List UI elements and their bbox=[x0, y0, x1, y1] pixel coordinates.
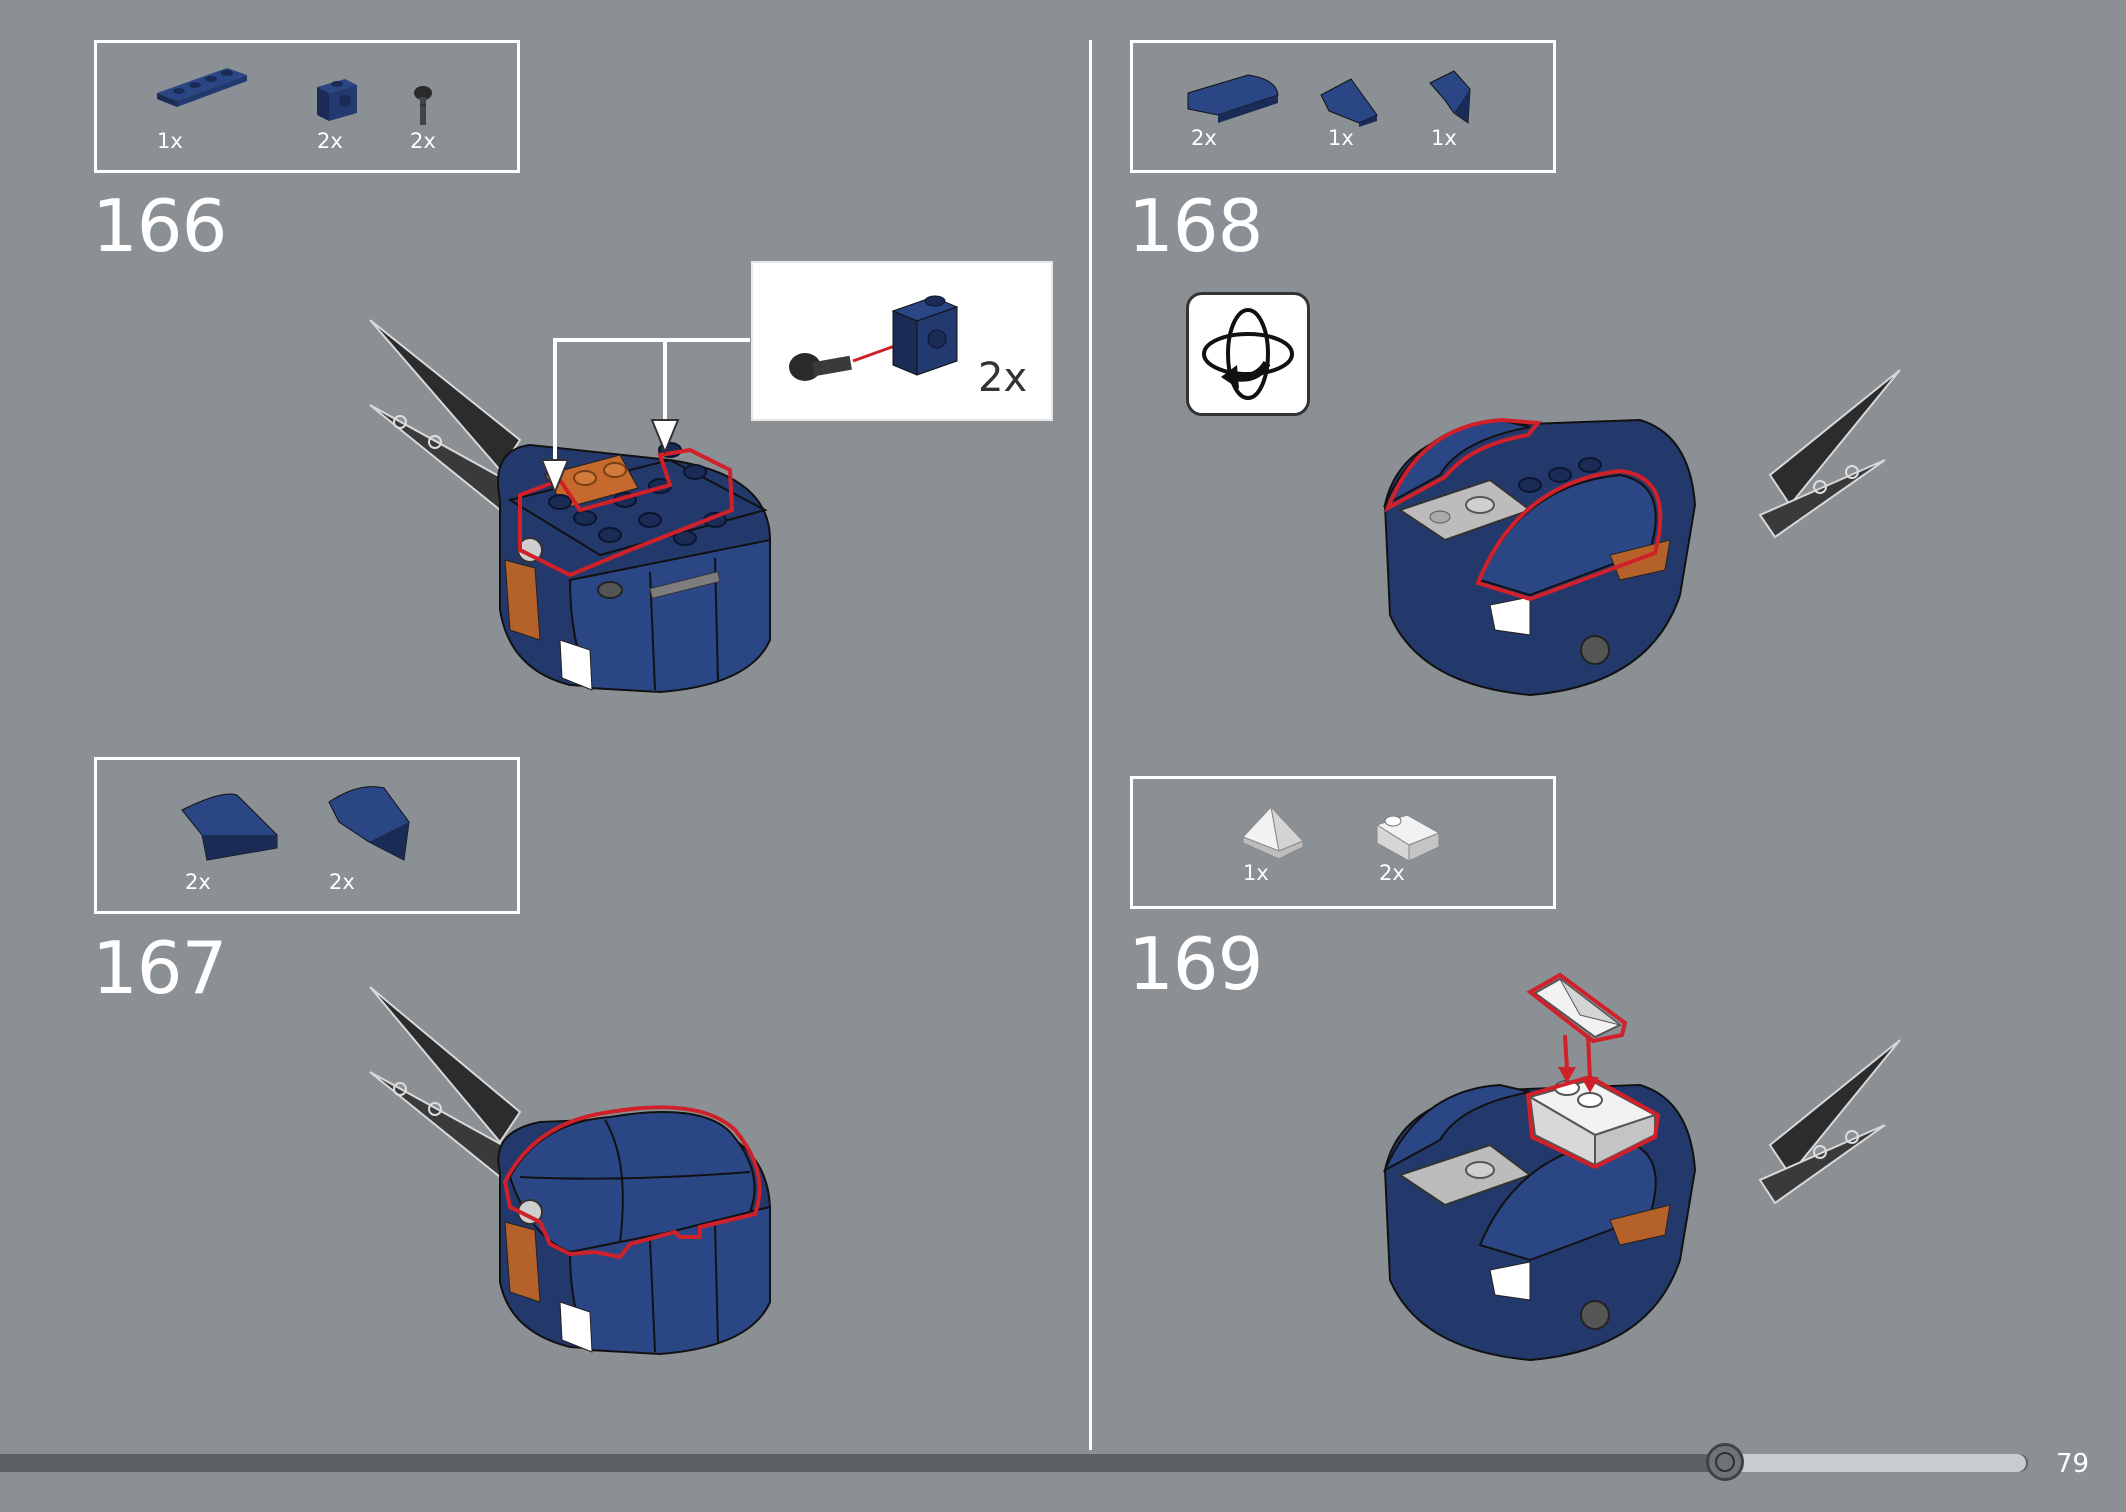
part-qty: 1x bbox=[1431, 126, 1457, 150]
progress-bar-knob[interactable] bbox=[1706, 1443, 1744, 1481]
wedge-blue-icon bbox=[1429, 70, 1471, 124]
plate-1x4-blue-icon bbox=[157, 68, 247, 107]
parts-list-168: 2x 1x 1x bbox=[1130, 40, 1556, 173]
curved-slope-blue-icon bbox=[328, 786, 410, 861]
page-number: 79 bbox=[2056, 1449, 2090, 1479]
step-number-166: 166 bbox=[92, 184, 227, 268]
part-qty: 2x bbox=[329, 870, 355, 894]
part-qty: 2x bbox=[317, 129, 343, 153]
model-step-167 bbox=[369, 986, 771, 1356]
part-qty: 2x bbox=[1191, 126, 1217, 150]
pin-insert-diagram bbox=[789, 295, 959, 381]
part-qty: 1x bbox=[157, 129, 183, 153]
step-number-167: 167 bbox=[92, 926, 227, 1010]
callout-qty: 2x bbox=[978, 355, 1028, 401]
callout-subassembly-166: 2x bbox=[751, 261, 1053, 421]
rotate-model-icon bbox=[1202, 308, 1294, 400]
progress-bar-track bbox=[0, 1454, 2028, 1472]
parts-list-169: 1x 2x bbox=[1130, 776, 1556, 909]
cheese-slope-white-icon bbox=[1375, 814, 1441, 862]
part-qty: 1x bbox=[1328, 126, 1354, 150]
model-step-169 bbox=[1382, 972, 1901, 1362]
part-qty: 2x bbox=[185, 870, 211, 894]
model-step-166 bbox=[369, 319, 771, 694]
progress-bar-remaining bbox=[1726, 1454, 2026, 1472]
part-qty: 2x bbox=[410, 129, 436, 153]
parts-list-167: 2x 2x bbox=[94, 757, 520, 914]
brick-1x1-with-stud-blue-icon bbox=[317, 79, 357, 121]
pyramid-slope-white-icon bbox=[1242, 805, 1304, 860]
parts-list-166: 1x 2x 2x bbox=[94, 40, 520, 173]
part-qty: 1x bbox=[1243, 861, 1269, 885]
page-divider bbox=[1089, 40, 1092, 1450]
part-qty: 2x bbox=[1379, 861, 1405, 885]
pin-black-icon bbox=[414, 86, 432, 125]
model-step-168 bbox=[1382, 369, 1901, 697]
step-number-169: 169 bbox=[1128, 922, 1263, 1006]
curved-slope-long-blue-icon bbox=[1187, 74, 1279, 123]
curved-slope-blue-icon bbox=[181, 793, 278, 861]
rotate-model-box bbox=[1186, 292, 1310, 416]
step-number-168: 168 bbox=[1128, 184, 1263, 268]
wedge-blue-icon bbox=[1320, 78, 1378, 127]
